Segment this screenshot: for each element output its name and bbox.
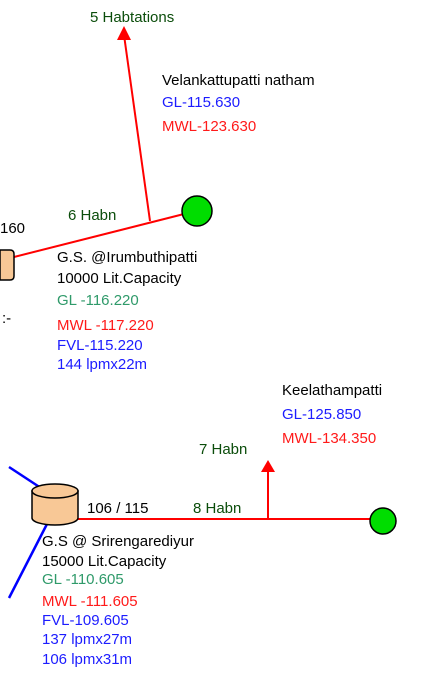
upper-habn-label: 6 Habn <box>68 207 117 224</box>
node-upper <box>181 195 213 227</box>
gs2-fvl-label: FVL-109.605 <box>42 612 129 629</box>
gs1-pump-label: 144 lpmx22m <box>57 356 148 373</box>
gs2-name-label: G.S @ Srirengarediyur <box>42 533 194 550</box>
gs1-gl-label: GL -116.220 <box>57 292 139 309</box>
tank-upper-partial <box>0 249 15 281</box>
tank-lower <box>31 483 79 526</box>
velan-mwl-label: MWL-123.630 <box>162 118 257 135</box>
gs2-gl-label: GL -110.605 <box>42 571 124 588</box>
gs1-fvl-label: FVL-115.220 <box>57 337 143 354</box>
clipped-glyph-label: :- <box>2 310 12 327</box>
pipe-ratio-label: 106 / 115 <box>87 500 149 517</box>
top-habitations-label: 5 Habtations <box>90 9 175 26</box>
keela-name-label: Keelathampatti <box>282 382 383 399</box>
keela-gl-label: GL-125.850 <box>282 406 362 423</box>
lower-habn-label: 8 Habn <box>193 500 242 517</box>
arrowhead-lower <box>261 460 275 472</box>
gs1-mwl-label: MWL -117.220 <box>57 317 154 334</box>
clipped-number-label: 160 <box>0 220 26 237</box>
velan-name-label: Velankattupatti natham <box>162 72 315 89</box>
gs2-capacity-label: 15000 Lit.Capacity <box>42 553 167 570</box>
gs1-capacity-label: 10000 Lit.Capacity <box>57 270 182 287</box>
gs1-name-label: G.S. @Irumbuthipatti <box>57 249 198 266</box>
gs2-pump1-label: 137 lpmx27m <box>42 631 133 648</box>
gs2-mwl-label: MWL -111.605 <box>42 593 138 610</box>
gs2-pump2-label: 106 lpmx31m <box>42 651 133 668</box>
velan-gl-label: GL-115.630 <box>162 94 241 111</box>
lower-branch-habn-label: 7 Habn <box>199 441 248 458</box>
node-lower <box>369 507 397 535</box>
main-pipe-upper <box>9 213 185 259</box>
arrowhead-top <box>117 26 131 40</box>
branch-pipe-top <box>123 34 151 222</box>
side-pipe-lower <box>7 523 49 599</box>
keela-mwl-label: MWL-134.350 <box>282 430 377 447</box>
